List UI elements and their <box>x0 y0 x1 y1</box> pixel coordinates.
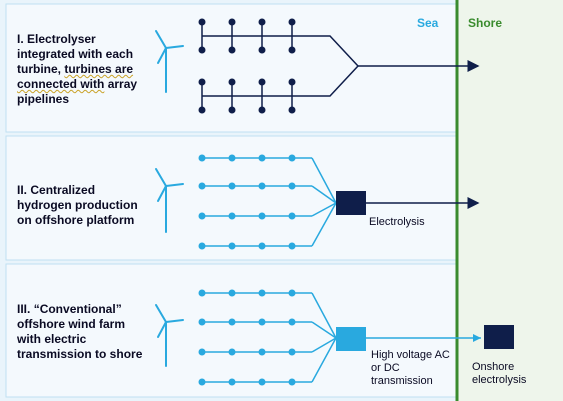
scenario-1-text-d: array <box>107 77 138 91</box>
wind-turbine-icon <box>155 168 184 233</box>
scenario-1-text-a: Electrolyser integrated with each turbin… <box>17 32 134 76</box>
transmission-label: High voltage AC or DC transmission <box>371 349 450 387</box>
scenario-3-text: “Conventional” offshore wind farm with e… <box>17 302 143 361</box>
scenario-3-numeral: III. <box>17 302 31 316</box>
scenario-1-turbine-electrolysers <box>198 18 296 114</box>
wind-turbine-icon <box>155 304 184 367</box>
scenario-2-description: II. Centralized hydrogen production on o… <box>17 183 152 228</box>
scenario-1-description: I. Electrolyser integrated with each tur… <box>17 32 152 107</box>
scenario-1-text-e: pipelines <box>17 92 70 106</box>
scenario-3-turbines <box>198 289 296 386</box>
onshore-electrolysis-label: Onshore electrolysis <box>472 361 527 386</box>
scenario-3-description: III. “Conventional” offshore wind farm w… <box>17 302 147 362</box>
transmission-arrow-icon <box>473 334 481 342</box>
scenario-1-text-c: connected with <box>17 77 105 91</box>
scenario-2-text: Centralized hydrogen production on offsh… <box>17 183 138 227</box>
electrolysis-label: Electrolysis <box>369 216 425 228</box>
scenario-2-numeral: II. <box>17 183 28 197</box>
scenario-2-turbines <box>198 154 296 250</box>
wind-turbine-icon <box>155 30 184 93</box>
scenario-3-panel <box>5 263 457 398</box>
offshore-substation <box>336 327 366 351</box>
offshore-electrolysis-platform <box>336 191 366 215</box>
shore-label: Shore <box>468 16 503 30</box>
scenario-1-text-b: turbines are <box>64 62 134 76</box>
scenario-1-pipeline-network <box>201 22 480 110</box>
sea-label: Sea <box>417 16 439 30</box>
scenario-1-numeral: I. <box>17 32 24 46</box>
onshore-electrolyser <box>484 325 514 349</box>
